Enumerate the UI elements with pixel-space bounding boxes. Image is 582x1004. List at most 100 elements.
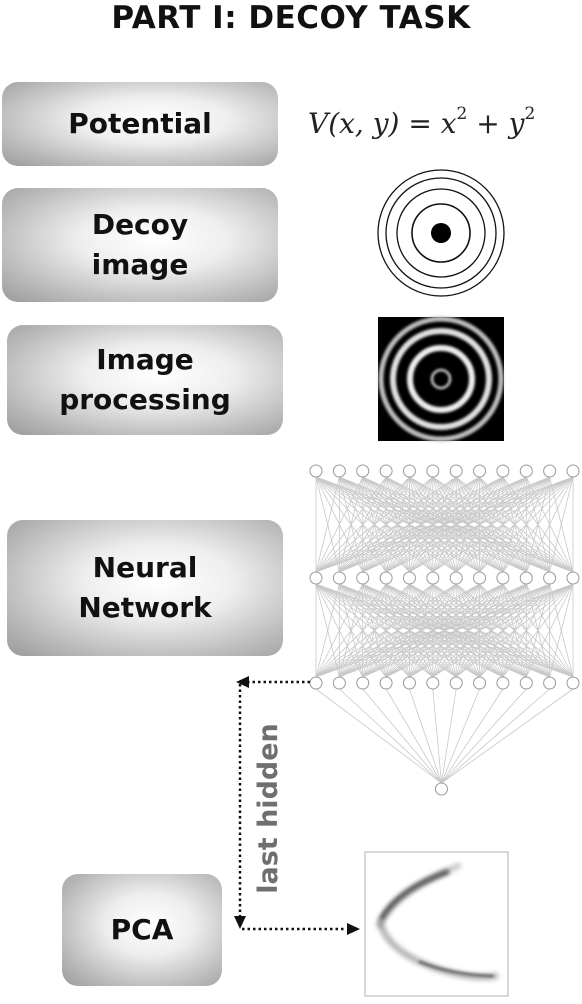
network-node	[519, 464, 533, 478]
network-node	[543, 676, 557, 690]
network-node	[449, 571, 463, 585]
decoy-image-box: Decoy image	[2, 188, 278, 302]
pca-box: PCA	[62, 874, 222, 986]
formula-y: y	[508, 107, 525, 140]
network-connection	[315, 476, 340, 573]
network-node	[379, 571, 393, 585]
neural-network-box: Neural Network	[7, 520, 283, 656]
network-connection	[315, 476, 457, 573]
network-connection	[479, 476, 574, 573]
network-connection	[432, 688, 442, 784]
last-hidden-label: last hidden	[252, 722, 284, 894]
formula-x: x	[440, 107, 457, 140]
network-connection	[362, 688, 442, 784]
network-connection	[441, 688, 480, 784]
network-connection	[315, 688, 442, 784]
network-node	[379, 676, 393, 690]
network-node	[356, 676, 370, 690]
network-connection	[315, 583, 387, 678]
arrow-head-down	[234, 916, 246, 929]
processed-ring-1	[430, 368, 452, 390]
network-connection	[315, 476, 387, 573]
network-connection	[362, 583, 574, 678]
network-connection	[409, 476, 574, 573]
decoy-ring-3	[385, 177, 497, 289]
network-connection	[441, 688, 574, 784]
network-node	[543, 464, 557, 478]
pca-plot	[364, 851, 509, 997]
processing-label-line1: Image	[96, 343, 194, 376]
decoy-center-dot	[431, 223, 451, 243]
potential-formula: V(x, y) = x2 + y2	[308, 104, 578, 144]
network-node	[473, 676, 487, 690]
decoy-target-image	[377, 169, 505, 297]
network-connection	[409, 583, 574, 678]
network-connection	[315, 583, 457, 678]
network-connection	[525, 583, 574, 678]
network-node	[449, 464, 463, 478]
network-connection	[502, 476, 574, 573]
network-node	[496, 571, 510, 585]
network-connection	[315, 476, 480, 573]
network-connection	[549, 583, 574, 678]
network-node	[356, 464, 370, 478]
formula-y-exponent: 2	[524, 104, 536, 124]
formula-plus: +	[467, 107, 509, 140]
processed-ring-outer	[378, 316, 504, 442]
processed-ring-2	[407, 345, 475, 413]
network-output-node	[435, 782, 448, 796]
network-node	[566, 464, 580, 478]
network-node	[309, 676, 323, 690]
decoy-ring-2	[396, 188, 486, 278]
page-title: PART I: DECOY TASK	[111, 0, 471, 36]
network-node	[473, 464, 487, 478]
network-connection	[441, 688, 457, 784]
network-connection	[315, 583, 550, 678]
network-node	[473, 571, 487, 585]
network-connection	[502, 583, 574, 678]
network-connection	[315, 476, 434, 573]
formula-x-exponent: 2	[456, 104, 468, 124]
network-node	[566, 676, 580, 690]
network-node	[566, 571, 580, 585]
network-node	[496, 676, 510, 690]
network-connection	[315, 583, 504, 678]
network-label-line1: Neural	[92, 551, 198, 584]
arrow-head-right	[347, 923, 360, 935]
network-connection	[362, 476, 574, 573]
network-node	[543, 571, 557, 585]
network-connection	[315, 583, 574, 678]
network-connections	[315, 476, 574, 784]
image-processing-box: Image processing	[7, 325, 283, 435]
potential-label: Potential	[68, 107, 212, 140]
network-connection	[315, 583, 480, 678]
network-connection	[441, 688, 550, 784]
network-connection	[441, 688, 527, 784]
network-connection	[315, 583, 434, 678]
network-node	[332, 464, 346, 478]
decoy-ring-outer	[377, 169, 505, 297]
network-connection	[315, 476, 550, 573]
network-node	[309, 464, 323, 478]
network-connection	[549, 476, 574, 573]
network-node	[402, 676, 416, 690]
arrow-head-left	[236, 676, 249, 688]
network-connection	[441, 688, 504, 784]
network-node	[519, 676, 533, 690]
network-connection	[455, 583, 574, 678]
decoy-ring-1	[411, 203, 471, 263]
network-node	[449, 676, 463, 690]
network-node	[332, 571, 346, 585]
last-hidden-label-container: last hidden	[248, 708, 288, 908]
network-connection	[315, 476, 574, 573]
network-connection	[315, 583, 410, 678]
network-node	[426, 571, 440, 585]
network-connection	[339, 583, 574, 678]
network-node	[379, 464, 393, 478]
network-node	[519, 571, 533, 585]
network-node	[402, 571, 416, 585]
network-connection	[385, 476, 574, 573]
network-node	[426, 464, 440, 478]
network-node	[496, 464, 510, 478]
